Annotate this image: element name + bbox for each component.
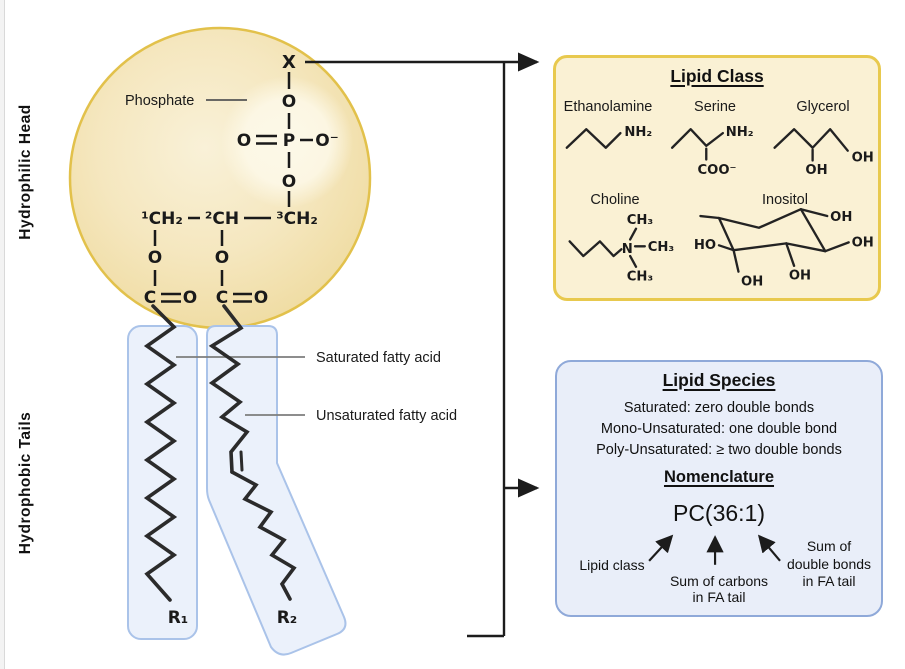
lipid-class-arrow	[648, 534, 674, 562]
ethanolamine-skeleton	[565, 128, 622, 149]
glycerol-skeleton	[773, 128, 849, 152]
phosphate-highlight	[221, 76, 353, 208]
carbonyl-o1-label: O	[183, 288, 197, 308]
saturated-chain	[143, 304, 178, 602]
saturated-tail-box	[127, 325, 198, 640]
serine-skeleton	[670, 128, 725, 149]
ethanolamine-nh2: NH₂	[624, 125, 652, 140]
glycerol-label: Glycerol	[796, 99, 850, 115]
unsaturated-chain-lower	[230, 470, 297, 601]
x-group-label: X	[282, 52, 296, 73]
callout-lines	[176, 99, 305, 416]
carbonyl-o2-label: O	[254, 288, 268, 308]
serine-coo: COO⁻	[698, 163, 737, 178]
o-left-label: O	[237, 131, 251, 151]
choline-ch3-top: CH₃	[627, 213, 654, 228]
c1-label: ¹CH₂	[141, 209, 183, 229]
lipid-class-annotation: Lipid class	[579, 557, 645, 573]
fatty-acid-chains	[143, 304, 297, 602]
connector-bracket	[305, 52, 540, 638]
serine-nh2: NH₂	[726, 125, 754, 140]
nomenclature-arrows	[648, 534, 781, 565]
carbonyl-c2-label: C	[216, 288, 228, 308]
inositol-ring	[717, 208, 827, 253]
inositol-stub	[699, 214, 721, 220]
left-border-line	[0, 0, 5, 669]
choline-label: Choline	[590, 192, 640, 208]
double-bonds-annotation: Sum of double bonds in FA tail	[787, 538, 871, 591]
c2-label: ²CH	[205, 209, 239, 229]
phosphate-label: Phosphate	[125, 93, 194, 109]
double-bonds-annotation-line3: in FA tail	[802, 573, 856, 589]
double-bonds-arrow	[757, 534, 781, 562]
unsaturated-tail-box	[206, 325, 347, 656]
inositol-oh-bottom-right: OH	[789, 268, 811, 283]
choline-ch3-bottom: CH₃	[627, 269, 654, 284]
inositol-oh-b1-bond	[732, 249, 740, 273]
lipid-species-title: Lipid Species	[662, 370, 776, 390]
nomenclature-title: Nomenclature	[663, 468, 775, 486]
saturated-definition: Saturated: zero double bonds	[623, 400, 815, 416]
o-bottom-label: O	[282, 172, 296, 192]
c3-label: ³CH₂	[276, 209, 318, 229]
unsaturated-chain-upper	[208, 304, 250, 474]
p-label: P	[283, 131, 295, 151]
head-structure-text: X O O P O⁻ O ¹CH₂ ²CH ³CH₂ O O C O C O R…	[141, 52, 339, 628]
carbons-annotation: Sum of carbons in FA tail	[669, 573, 769, 605]
glycerol-oh-bottom: OH	[805, 163, 827, 178]
ester-o1-label: O	[148, 248, 162, 268]
unsaturated-fa-label: Unsaturated fatty acid	[316, 408, 457, 424]
inositol-oh-right-bond	[824, 241, 850, 253]
o-top-label: O	[282, 92, 296, 112]
inositol-label: Inositol	[762, 192, 808, 208]
inositol-oh-top: OH	[830, 210, 852, 225]
choline-n-ch3-top-bond	[629, 227, 638, 241]
r2-label: R₂	[277, 608, 298, 628]
double-bond	[239, 450, 244, 472]
choline-skeleton	[568, 240, 623, 258]
choline-n-ch3-bottom-bond	[629, 254, 638, 268]
ester-o2-label: O	[215, 248, 229, 268]
choline-n: N	[622, 242, 633, 257]
poly-unsaturated-definition: Poly-Unsaturated: ≥ two double bonds	[596, 442, 842, 458]
double-bonds-annotation-line2: double bonds	[786, 555, 872, 572]
glycerol-oh-right: OH	[852, 150, 874, 165]
o-minus-label: O⁻	[315, 131, 338, 151]
carbons-annotation-line1: Sum of carbons	[669, 573, 769, 589]
inositol-oh-top-bond	[799, 208, 829, 218]
inositol-oh-b2-bond	[785, 242, 796, 267]
inositol-ho-bond	[717, 244, 735, 252]
lipid-class-structures: NH₂ NH₂ COO⁻ OH OH N CH₃ CH₃ CH₃ HO OH O…	[565, 125, 874, 289]
saturated-fa-label: Saturated fatty acid	[316, 350, 441, 366]
inositol-ho: HO	[694, 238, 716, 253]
head-bonds	[153, 72, 313, 303]
lipid-class-title: Lipid Class	[670, 66, 764, 86]
serine-label: Serine	[694, 99, 736, 115]
carbonyl-c1-label: C	[144, 288, 156, 308]
ethanolamine-label: Ethanolamine	[563, 99, 653, 115]
choline-ch3-right: CH₃	[648, 240, 675, 255]
nomenclature-example: PC(36:1)	[672, 500, 766, 526]
tail-containers	[127, 325, 347, 656]
lipid-species-box: Lipid Species Saturated: zero double bon…	[555, 360, 883, 617]
inositol-oh-right: OH	[852, 235, 874, 250]
double-bonds-annotation-line1: Sum of	[806, 538, 852, 554]
inositol-oh-bottom-left: OH	[741, 274, 763, 289]
carbons-annotation-line2: in FA tail	[692, 588, 746, 605]
r1-label: R₁	[168, 608, 189, 628]
mono-unsaturated-definition: Mono-Unsaturated: one double bond	[600, 421, 838, 437]
lipid-class-box: Lipid Class Ethanolamine Serine Glycerol…	[553, 55, 881, 301]
